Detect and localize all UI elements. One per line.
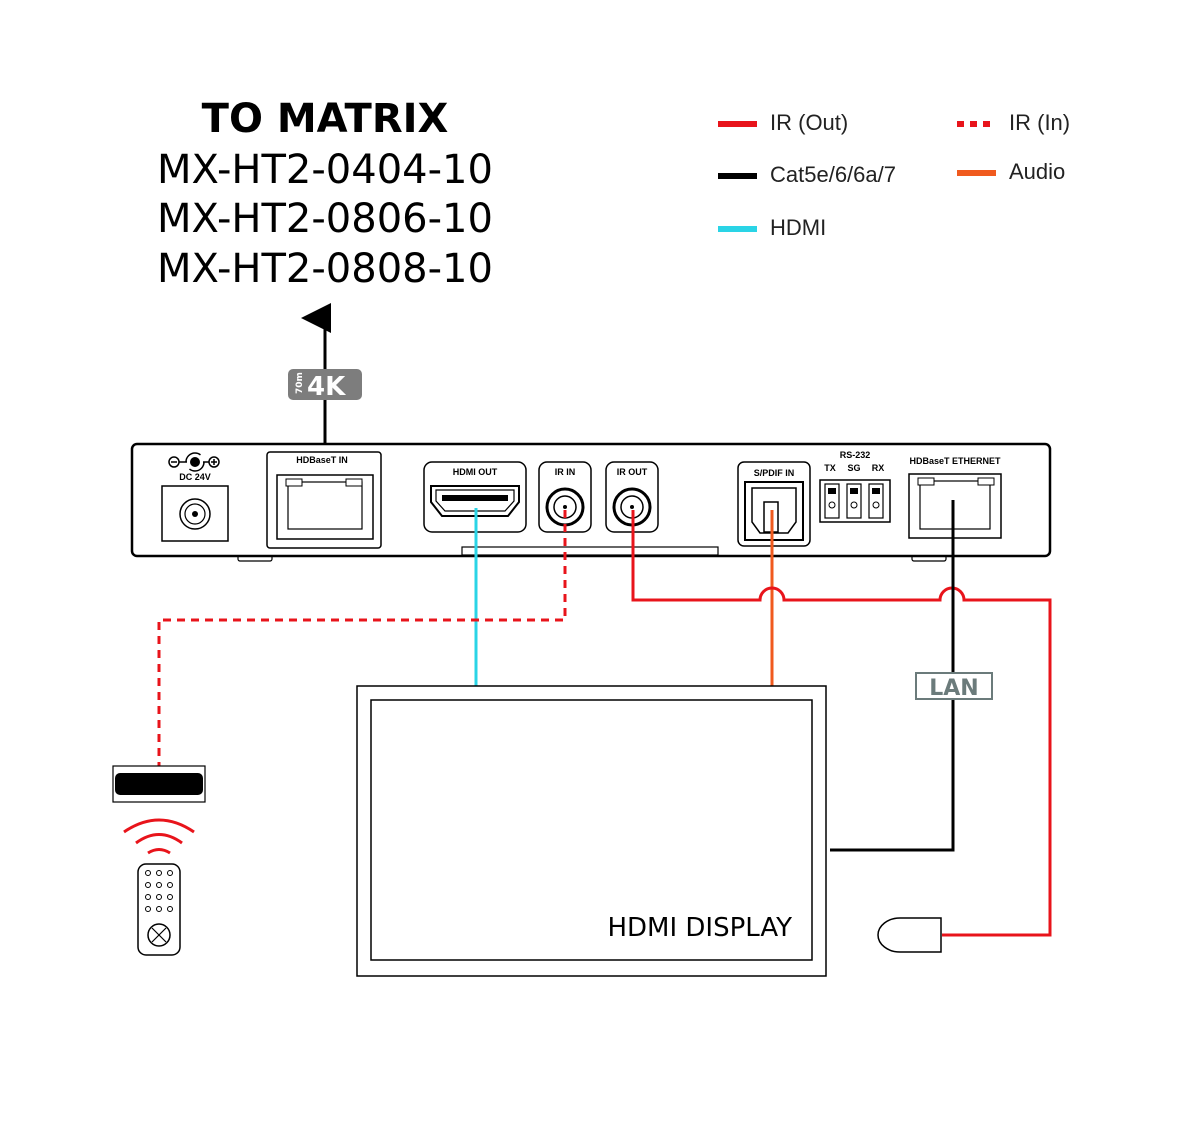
ir-receiver-icon	[112, 765, 206, 803]
hdbaset-ethernet-port[interactable]: HDBaseT ETHERNET	[908, 456, 1002, 539]
remote-control-icon	[137, 863, 181, 956]
lan-badge: LAN	[915, 672, 993, 701]
lan-label: LAN	[929, 676, 978, 701]
model-2: MX-HT2-0806-10	[157, 196, 493, 242]
rs232-rx-label: RX	[872, 463, 885, 473]
rs232-port[interactable]: RS-232 TX SG RX	[819, 450, 891, 523]
ir-in-label: IR IN	[555, 467, 576, 477]
legend-audio-label: Audio	[1009, 159, 1065, 184]
rs232-sg-label: SG	[847, 463, 860, 473]
device-bottom-tab	[461, 546, 719, 556]
model-3: MX-HT2-0808-10	[157, 246, 493, 292]
hdmi-out-label: HDMI OUT	[453, 467, 498, 477]
ir-out-label: IR OUT	[617, 467, 648, 477]
hdmi-display: HDMI DISPLAY	[356, 685, 827, 977]
ir-in-port[interactable]: IR IN	[538, 461, 592, 533]
legend-hdmi-label: HDMI	[770, 215, 826, 240]
hdbaset-in-label: HDBaseT IN	[296, 455, 348, 465]
spdif-in-label: S/PDIF IN	[754, 468, 795, 478]
badge-distance: 70m	[295, 372, 305, 394]
model-1: MX-HT2-0404-10	[157, 147, 493, 193]
legend: IR (Out) IR (In) Cat5e/6/6a/7 Audio HDMI	[718, 110, 1070, 240]
rs232-label: RS-232	[840, 450, 871, 460]
dc-port-label: DC 24V	[179, 472, 211, 482]
display-label: HDMI DISPLAY	[607, 913, 792, 943]
matrix-title: TO MATRIX	[202, 96, 449, 142]
ir-out-cable	[631, 510, 1052, 937]
lan-cable	[830, 500, 955, 852]
legend-ir-out-label: IR (Out)	[770, 110, 848, 135]
spdif-in-port[interactable]: S/PDIF IN	[737, 461, 811, 547]
ir-emitter-icon	[877, 917, 942, 953]
rs232-tx-label: TX	[824, 463, 836, 473]
ir-signal-icon	[123, 818, 195, 855]
hdbaset-in-port[interactable]: HDBaseT IN	[266, 451, 382, 549]
badge-resolution: 4K	[307, 372, 346, 402]
legend-cat-label: Cat5e/6/6a/7	[770, 162, 896, 187]
hdmi-out-port[interactable]: HDMI OUT	[423, 461, 527, 533]
badge-4k: 70m 4K	[288, 369, 362, 402]
dc-port[interactable]: DC 24V	[161, 452, 229, 542]
ir-in-cable	[157, 510, 567, 770]
hdbaset-ethernet-label: HDBaseT ETHERNET	[909, 456, 1001, 466]
hdbaset-receiver: DC 24V HDBaseT IN HDMI OUT IR IN	[130, 442, 1052, 562]
legend-ir-in-label: IR (In)	[1009, 110, 1070, 135]
